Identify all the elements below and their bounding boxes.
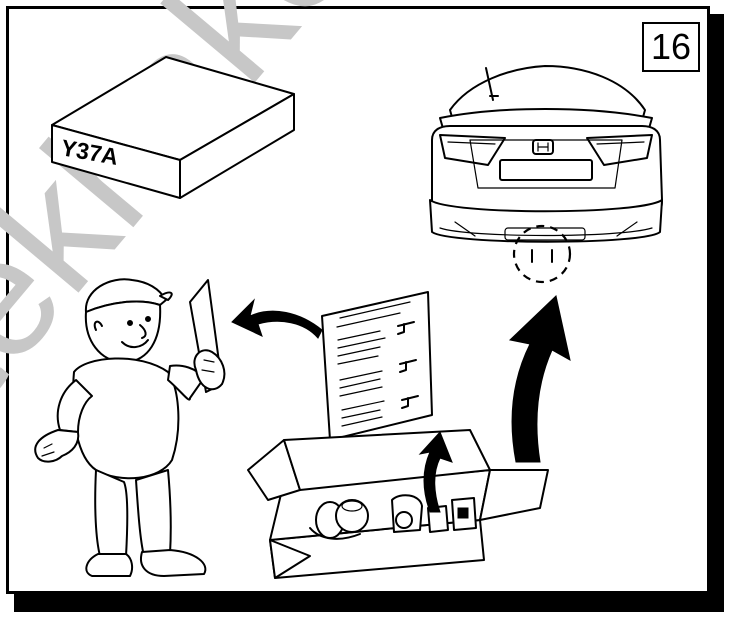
car-rear-icon [430,66,662,282]
open-parts-box-icon [248,430,548,578]
step-number: 16 [642,22,700,72]
arrow-sheet-to-technician [232,300,322,338]
instruction-sheet-icon [322,292,432,440]
arrow-box-to-car [510,296,570,462]
